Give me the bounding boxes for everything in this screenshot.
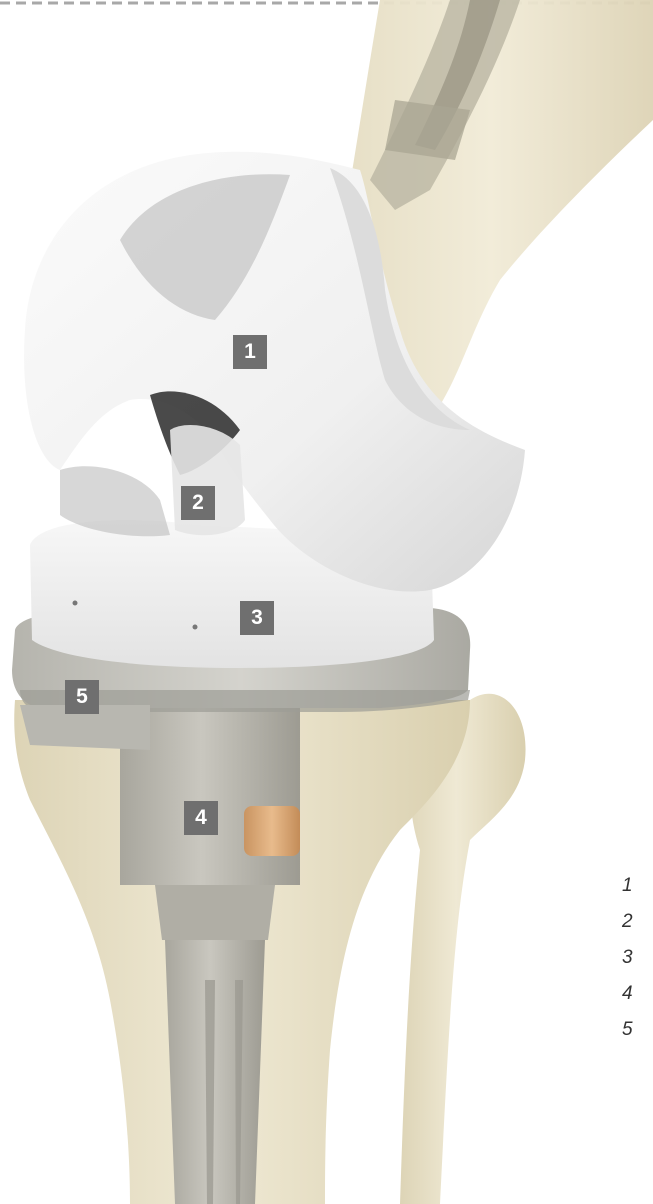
insert-pin-hole <box>73 601 78 606</box>
legend-item-3: 3 <box>622 947 642 969</box>
insert-pin-hole-2 <box>193 625 198 630</box>
legend-item-4: 4 <box>622 983 642 1005</box>
callout-tibial-tray: 5 <box>65 680 99 714</box>
legend-item-5: 5 <box>622 1019 642 1041</box>
bushing-insert <box>244 806 300 856</box>
femoral-stem-collar <box>385 100 470 160</box>
callout-femoral-component: 1 <box>233 335 267 369</box>
legend-item-1: 1 <box>622 875 642 897</box>
callout-stem-extension: 4 <box>184 801 218 835</box>
stem-taper <box>155 885 275 940</box>
stem-shaft <box>165 940 265 1204</box>
callout-post-cam-mechanism: 2 <box>181 486 215 520</box>
callout-tibial-insert: 3 <box>240 601 274 635</box>
legend-item-2: 2 <box>622 911 642 933</box>
